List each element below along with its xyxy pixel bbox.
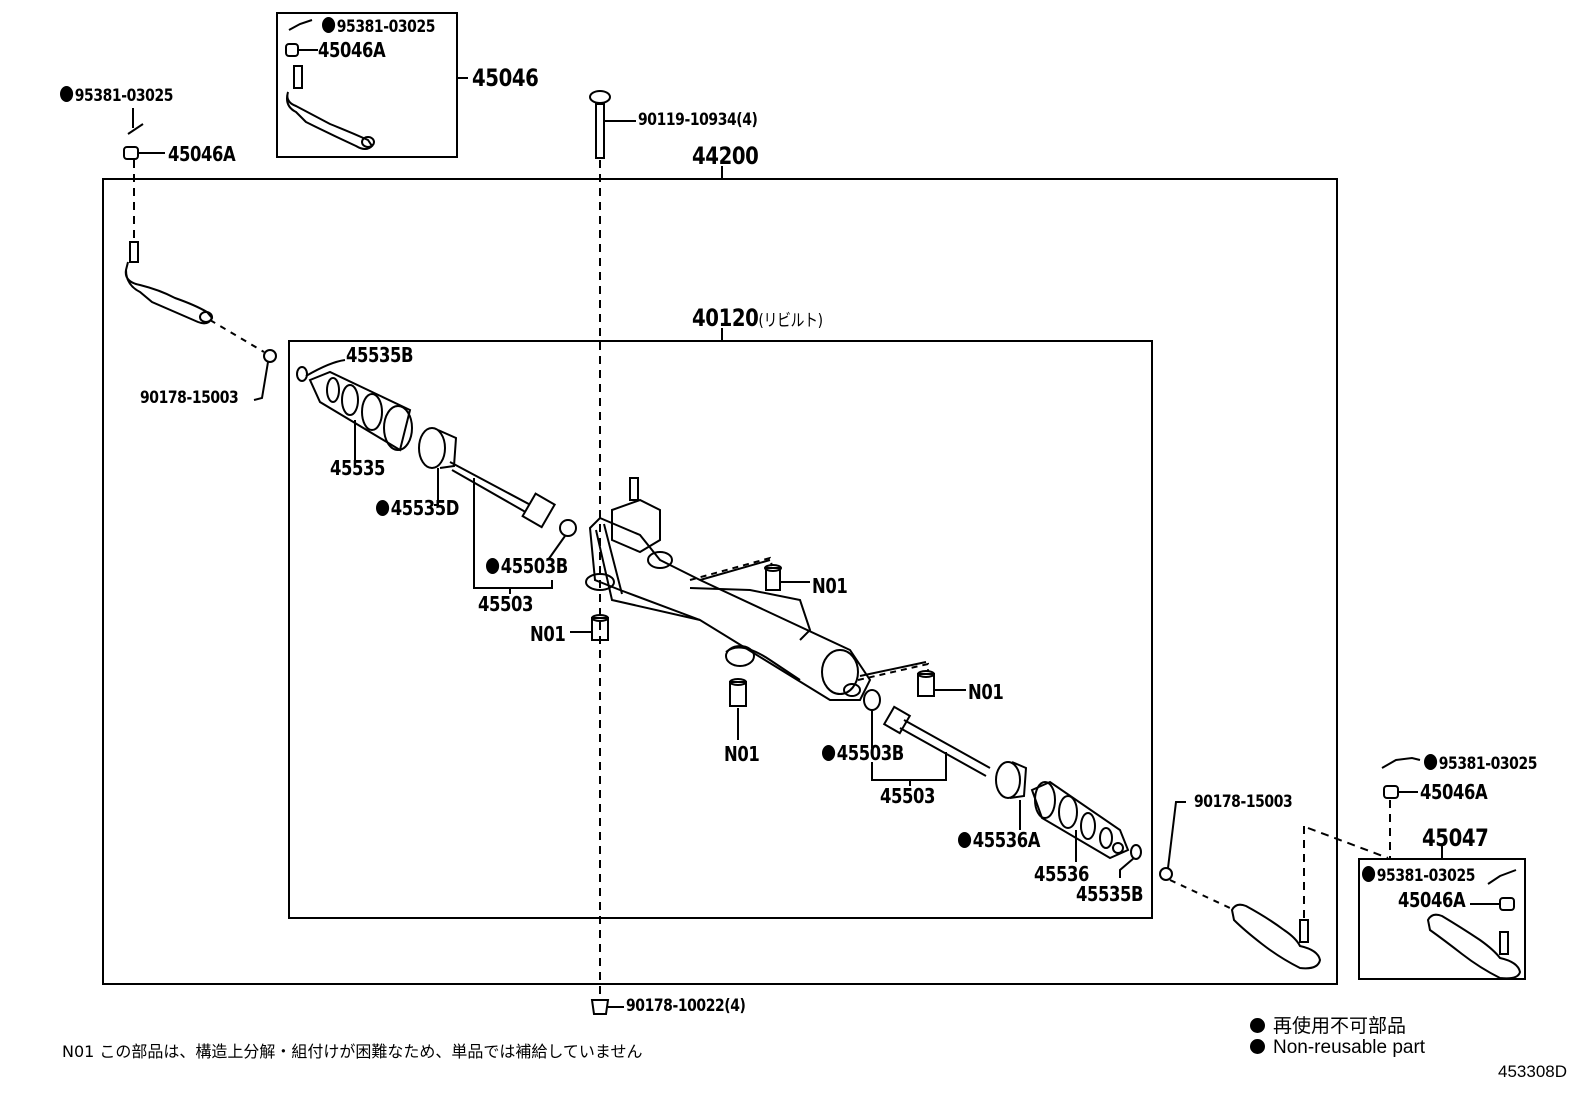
part-label-45536[interactable]: 45536 [1034,862,1090,886]
part-number: 95381-03025 [1438,754,1538,774]
part-label-45503B[interactable]: 45503B [822,743,904,763]
bushing-icon [764,564,810,591]
part-number: 45536A [972,828,1041,852]
part-label-45503B[interactable]: 45503B [486,556,568,576]
assembly-box-45046 [276,12,458,158]
non-reusable-marker-icon [1250,1018,1265,1033]
part-label-45047[interactable]: 45047 [1422,824,1489,852]
bolt-icon [589,90,636,159]
part-number: 95381-03025 [1376,866,1476,886]
part-label-45535B[interactable]: 45535B [1076,882,1144,906]
footnote-n01: N01 この部品は、構造上分解・組付けが困難なため、単品では補給していません [62,1042,643,1061]
assembly-box-45047 [1358,858,1526,980]
tie-rod-end-45046-icon [285,19,375,150]
cotter-pin-icon [127,108,144,135]
part-number: 95381-03025 [74,86,174,106]
part-label-90178-10022[interactable]: 90178-10022(4) [626,996,746,1016]
non-reusable-marker-icon [822,745,836,761]
nut-icon [263,349,277,363]
part-label-N01[interactable]: N01 [812,574,848,598]
legend-jp: 再使用不可部品 [1250,1011,1406,1038]
bushing-icon [570,614,609,641]
clamp-rh-icon [995,761,1028,830]
part-number: 40120 [692,304,759,332]
legend-text-jp: 再使用不可部品 [1273,1016,1407,1037]
tie-rod-end-45047-icon [1426,869,1522,980]
boot-rh-icon [1030,780,1142,878]
part-label-45046A[interactable]: 45046A [1420,780,1488,804]
rebuilt-note: (リビルト) [758,311,823,331]
part-label-N01[interactable]: N01 [724,742,760,766]
part-label-N01[interactable]: N01 [968,680,1004,704]
assembly-box-44200 [102,178,1338,985]
part-label-45535D[interactable]: 45535D [376,498,459,518]
legend-text-en: Non-reusable part [1273,1037,1426,1058]
non-reusable-marker-icon [60,86,74,102]
part-label-45535[interactable]: 45535 [330,456,386,480]
tie-rod-end-rh-icon [1230,903,1322,970]
part-label-95381-03025[interactable]: 95381-03025 [322,17,435,36]
boot-lh-icon [296,359,413,460]
assembly-box-40120 [288,340,1153,919]
part-number: 95381-03025 [336,17,436,37]
bushing-icon [729,678,747,740]
part-number: 45503B [500,554,569,578]
figure-id: 453308D [1498,1062,1568,1081]
part-number: 45503B [836,741,905,765]
legend-en: Non-reusable part [1250,1037,1425,1059]
part-label-95381-03025[interactable]: 95381-03025 [1362,866,1475,885]
part-label-44200[interactable]: 44200 [692,142,759,170]
inner-tie-rod-rh-icon [863,689,991,786]
part-label-45046A[interactable]: 45046A [318,38,386,62]
bushing-icon [917,670,966,697]
steering-rack-icon [585,477,929,701]
non-reusable-marker-icon [958,832,972,848]
part-label-90178-15003[interactable]: 90178-15003 [1194,792,1293,812]
part-label-45535B[interactable]: 45535B [346,343,414,367]
castle-nut-icon [123,146,165,160]
part-label-40120[interactable]: 40120(リビルト) [692,306,823,330]
inner-tie-rod-lh-icon [449,461,577,594]
part-label-45046[interactable]: 45046 [472,64,539,92]
part-label-45046A[interactable]: 45046A [1398,888,1466,912]
part-label-N01[interactable]: N01 [530,622,566,646]
part-label-45046A[interactable]: 45046A [168,142,236,166]
clamp-lh-icon [418,427,458,506]
non-reusable-marker-icon [1424,754,1438,770]
part-label-45503[interactable]: 45503 [880,784,936,808]
flange-nut-icon [590,999,624,1015]
non-reusable-marker-icon [1362,866,1376,882]
non-reusable-marker-icon [486,558,500,574]
non-reusable-marker-icon [376,500,390,516]
part-label-95381-03025[interactable]: 95381-03025 [1424,754,1537,773]
part-label-45536A[interactable]: 45536A [958,830,1040,850]
non-reusable-marker-icon [1250,1039,1265,1054]
non-reusable-marker-icon [322,17,336,33]
nut-icon [1159,867,1173,881]
part-label-90119-10934[interactable]: 90119-10934(4) [638,110,758,130]
part-label-95381-03025[interactable]: 95381-03025 [60,86,173,105]
tie-rod-end-lh-icon [124,241,214,325]
part-label-45503[interactable]: 45503 [478,592,534,616]
part-number: 45535D [390,496,460,520]
part-label-90178-15003[interactable]: 90178-15003 [140,388,239,408]
